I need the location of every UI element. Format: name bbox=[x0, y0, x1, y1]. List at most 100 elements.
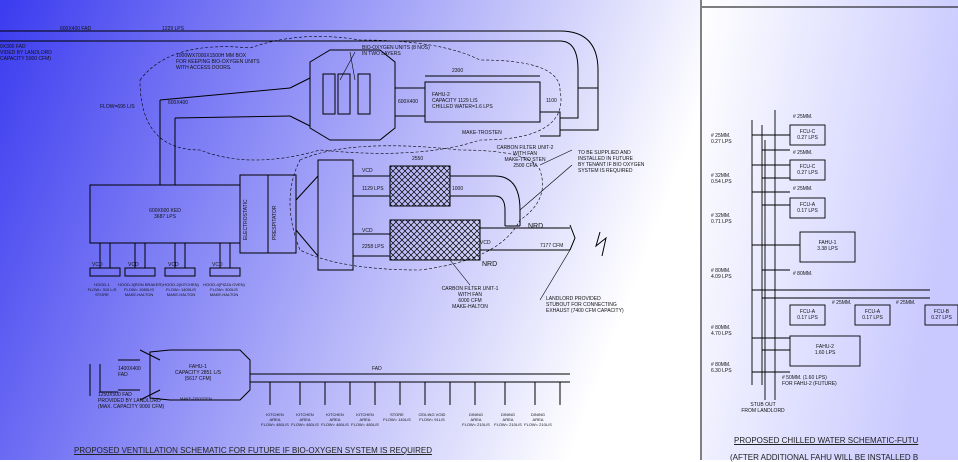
chilled-water-title: PROPOSED CHILLED WATER SCHEMATIC-FUTU bbox=[734, 436, 919, 445]
bio-units-label: BIO-OXYGEN UNITS (8 Nos) IN TWO LAYERS bbox=[362, 45, 430, 57]
hood-boxes bbox=[89, 267, 241, 277]
supply-ceiling-void: CEILING VOID FLOW= 91L/S bbox=[418, 412, 446, 422]
fad-1250-note: 1250x500 FAD PROVIDED BY LANDLORD (MAX. … bbox=[98, 392, 165, 410]
pipe-label-80mm-c: # 80mm. 6.30 LPS bbox=[711, 362, 732, 374]
duct-2258-lps: 2258 LPS bbox=[362, 244, 384, 250]
fcu-a1-label: FCU-A 0.17 LPS bbox=[797, 202, 818, 214]
pipe-label-80mm-b: # 80mm. 4.70 LPS bbox=[711, 325, 732, 337]
fcu-a2-box bbox=[789, 304, 826, 326]
fahu1-box bbox=[149, 349, 251, 401]
bio-unit-stack-3 bbox=[357, 73, 371, 115]
fcu-c1-label: FCU-C 0.27 LPS bbox=[797, 129, 818, 141]
top-left-fad-note: 0x300 FAD VIDED BY LANDLORD CAPACITY 500… bbox=[0, 44, 52, 62]
carbon-filter-unit-2 bbox=[389, 165, 451, 207]
hood-1-label: HOOD-1 FLOW= 310 L/S STORE bbox=[87, 282, 117, 297]
secondary-riser bbox=[764, 110, 776, 385]
electrostatic-label: ELECTROSTATIC bbox=[243, 199, 249, 240]
top-fresh-air-duct bbox=[0, 30, 560, 42]
bio-unit-leader bbox=[339, 51, 356, 81]
fahu-1-label: FAHU-1 3.38 LPS bbox=[817, 240, 838, 252]
chilled-water-schematic bbox=[751, 110, 958, 400]
branch-label-2: # 25mm. bbox=[793, 150, 813, 156]
fahu2-box bbox=[424, 81, 541, 123]
flow-695-label: FLOW=695 L/S bbox=[100, 104, 135, 110]
revision-clouds bbox=[139, 36, 562, 271]
vcd-label-2: VCD bbox=[362, 228, 373, 234]
branch-label-3: # 25mm. bbox=[793, 186, 813, 192]
fad-1400-label: 1400x400 FAD bbox=[118, 366, 141, 378]
exhaust-7177-cfm: 7177 CFM bbox=[540, 243, 564, 249]
pipe-label-80mm-a: # 80mm. 4.09 LPS bbox=[711, 268, 732, 280]
bio-oxygen-box bbox=[309, 49, 396, 141]
bio-unit-stack-1 bbox=[322, 73, 336, 115]
dim-2550: 2550 bbox=[412, 156, 424, 162]
fahu-2-label: FAHU-2 1.60 LPS bbox=[814, 344, 836, 356]
fcu-a3-label: FCU-A 0.17 LPS bbox=[862, 309, 883, 321]
prespitator-label: PRESPITATOR bbox=[272, 205, 278, 240]
vcd-label-1: VCD bbox=[362, 168, 373, 174]
duct-1129-lps: 1129 LPS bbox=[362, 186, 384, 192]
fcu-c2-label: FCU-C 0.27 LPS bbox=[797, 164, 818, 176]
supply-kitchen-1: KITCHEN AREA FLOW= 480L/S bbox=[261, 412, 289, 427]
exhaust-7177-duct bbox=[480, 227, 570, 251]
duct-label-600x400-fad: 600x400 FAD bbox=[60, 26, 92, 32]
fad-label: FAD bbox=[372, 366, 382, 372]
branch-label-5: # 25mm. bbox=[832, 300, 852, 306]
branch-label-4: # 80mm. bbox=[793, 271, 813, 277]
hood-4-label: HOOD-4(PIZZA OVEN) FLOW= 300L/S MAKE-HAL… bbox=[203, 282, 245, 297]
branch-label-6: # 25mm. bbox=[896, 300, 916, 306]
fan-plenum bbox=[317, 159, 354, 271]
fad-1250-stub bbox=[99, 364, 118, 393]
supply-drops bbox=[269, 382, 561, 405]
fad-1400-duct bbox=[89, 359, 140, 396]
hood-3-label: HOOD-3(RON BRAKER) FLOW= 1080L/S MAKE-HA… bbox=[118, 282, 163, 297]
duct-connector bbox=[540, 111, 561, 137]
future-fahu2-note: # 50mm. (1.60 LPS) FOR FAHU-2 (FUTURE) bbox=[782, 375, 837, 387]
supply-store: STORE FLOW= 140L/S bbox=[383, 412, 411, 422]
dim-1100: 1100 bbox=[546, 98, 557, 104]
supply-dining-1: DINING AREA FLOW= 210L/S bbox=[462, 412, 490, 427]
pipe-label-25mm: # 25mm. 0.27 LPS bbox=[711, 133, 732, 145]
duct-end bbox=[505, 224, 576, 251]
pipe-label-32mm-b: # 32mm. 0.71 LPS bbox=[711, 213, 732, 225]
duct-return-drop bbox=[560, 88, 599, 131]
ventilation-schematic bbox=[0, 30, 607, 405]
duct-600x400-left: 600x400 bbox=[168, 100, 189, 106]
break-line bbox=[595, 231, 607, 257]
supply-dining-2: DINING AREA FLOW= 210L/S bbox=[494, 412, 522, 427]
box-note: 1000Wx7000x1500H mm BOX FOR KEEPING BIO-… bbox=[176, 53, 260, 71]
fcu-c1-box bbox=[789, 124, 826, 146]
vcd-label-5: VCD bbox=[168, 262, 179, 268]
stub-out-label: STUB OUT FROM LANDLORD bbox=[741, 402, 785, 414]
branch-label-1: # 25mm. bbox=[793, 114, 813, 120]
revision-cloud-mid bbox=[289, 145, 543, 271]
vcd-label-3: VCD bbox=[92, 262, 103, 268]
fahu-2-box bbox=[789, 335, 861, 367]
cfu1-leader bbox=[449, 259, 471, 286]
stub-out-pipes bbox=[764, 385, 776, 400]
leader-lines bbox=[339, 51, 573, 301]
stubout-leader bbox=[539, 249, 571, 301]
duct-flow-695 bbox=[159, 87, 291, 185]
branch-pipes bbox=[752, 134, 930, 373]
duct-2258 bbox=[353, 233, 390, 257]
tenant-note: TO BE SUPPLIED AND INSTALLED IN FUTURE B… bbox=[578, 150, 645, 174]
fahu2-make: MAKE-TROSTEN bbox=[462, 130, 502, 136]
ventilation-schematic-title: PROPOSED VENTILLATION SCHEMATIC FOR FUTU… bbox=[74, 446, 432, 455]
pipe-label-32mm-a: # 32mm. 0.54 LPS bbox=[711, 173, 732, 185]
fcu-a2-label: FCU-A 0.17 LPS bbox=[797, 309, 818, 321]
prespitator-box bbox=[267, 174, 297, 254]
fcu-a3-box bbox=[854, 304, 891, 326]
bio-box-transitions bbox=[289, 77, 425, 127]
duct-600x400-right: 600x400 bbox=[398, 99, 419, 105]
supply-kitchen-2: KITCHEN AREA FLOW= 480L/S bbox=[291, 412, 319, 427]
chilled-water-subtitle: (AFTER ADDITIONAL FAHU WILL BE INSTALLED… bbox=[730, 453, 919, 462]
cfu1-label: CARBON FILTER UNIT-1 WITH FAN 6000 CFM M… bbox=[441, 286, 499, 310]
vcd-label-7: VCD bbox=[480, 240, 491, 246]
carbon-filter-unit-1 bbox=[389, 219, 481, 261]
vcd-label-6: VCD bbox=[212, 262, 223, 268]
fcu-a1-box bbox=[789, 197, 826, 219]
duct-label-1229-lps: 1229 LPS bbox=[162, 26, 184, 32]
fcu-c2-box bbox=[789, 159, 826, 181]
supply-header-duct bbox=[250, 373, 570, 383]
